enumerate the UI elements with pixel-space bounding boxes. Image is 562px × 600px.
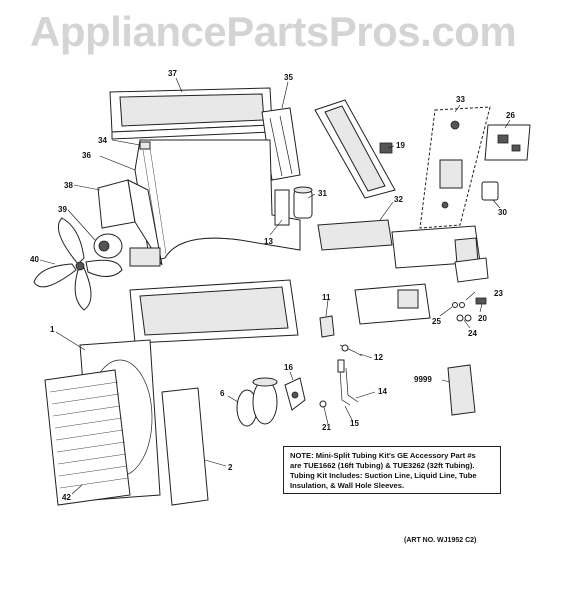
- part-grille: [44, 369, 131, 506]
- part-control-cover: [317, 219, 393, 251]
- part-condenser-coil: [134, 139, 301, 263]
- callout-39: 39: [58, 205, 67, 214]
- part-clip: [139, 141, 151, 150]
- watermark: AppliancePartsPros.com: [30, 8, 517, 55]
- callout-30: 30: [498, 208, 507, 217]
- part-19: [379, 142, 393, 154]
- part-fan-blade: [33, 217, 123, 311]
- callout-15: 15: [350, 419, 359, 428]
- part-control-box: [391, 225, 489, 283]
- callout-23: 23: [494, 289, 503, 298]
- callout-9999: 9999: [414, 375, 432, 384]
- part-tubes: [337, 359, 359, 406]
- note-line-2: are TUE1662 (16ft Tubing) & TUE3262 (32f…: [290, 461, 475, 470]
- callout-1: 1: [50, 325, 55, 334]
- note-line-4: Insulation, & Wall Hole Sleeves.: [290, 481, 405, 490]
- part-21: [319, 400, 327, 408]
- part-11: [319, 315, 335, 338]
- callout-25: 25: [432, 317, 441, 326]
- callout-36: 36: [82, 151, 91, 160]
- callout-42: 42: [62, 493, 71, 502]
- callout-labels: 37 35 34 36 38 39 40 1 19 31 13 32 33 26…: [30, 69, 515, 502]
- part-manual: [447, 364, 476, 416]
- note-line-3: Tubing Kit Includes: Suction Line, Liqui…: [290, 471, 477, 480]
- part-terminal-block: [354, 283, 431, 325]
- art-number: (ART NO. WJ1952 C2): [404, 537, 477, 544]
- callout-16: 16: [284, 363, 293, 372]
- part-side-cover: [161, 387, 209, 506]
- callout-21: 21: [322, 423, 331, 432]
- part-12: [339, 344, 363, 357]
- callout-26: 26: [506, 111, 515, 120]
- part-capacitor: [293, 186, 313, 219]
- part-compressor: [236, 377, 278, 427]
- part-relay: [481, 181, 499, 201]
- callout-24: 24: [468, 329, 477, 338]
- part-fan-motor: [93, 233, 123, 259]
- part-side-panel: [314, 99, 396, 199]
- callout-20: 20: [478, 314, 487, 323]
- callout-33: 33: [456, 95, 465, 104]
- callout-38: 38: [64, 181, 73, 190]
- callout-32: 32: [394, 195, 403, 204]
- callout-14: 14: [378, 387, 387, 396]
- part-small-screws: [452, 297, 487, 322]
- callout-35: 35: [284, 73, 293, 82]
- callout-34: 34: [98, 136, 107, 145]
- note-line-1: NOTE: Mini-Split Tubing Kit's GE Accesso…: [290, 451, 476, 460]
- tubing-kit-note: NOTE: Mini-Split Tubing Kit's GE Accesso…: [283, 446, 501, 494]
- part-control-board: [419, 106, 491, 229]
- part-valve: [284, 377, 306, 411]
- callout-40: 40: [30, 255, 39, 264]
- part-bracket: [274, 189, 290, 226]
- callout-31: 31: [318, 189, 327, 198]
- callout-13: 13: [264, 237, 273, 246]
- part-top-cover: [109, 87, 273, 140]
- part-base-pan: [129, 279, 299, 344]
- callout-37: 37: [168, 69, 177, 78]
- callout-6: 6: [220, 389, 225, 398]
- callout-12: 12: [374, 353, 383, 362]
- part-motor-bracket: [97, 179, 163, 267]
- callout-2: 2: [228, 463, 233, 472]
- callout-19: 19: [396, 141, 405, 150]
- callout-11: 11: [322, 293, 331, 302]
- leader-lines: [39, 77, 511, 495]
- part-pcb: [484, 124, 531, 161]
